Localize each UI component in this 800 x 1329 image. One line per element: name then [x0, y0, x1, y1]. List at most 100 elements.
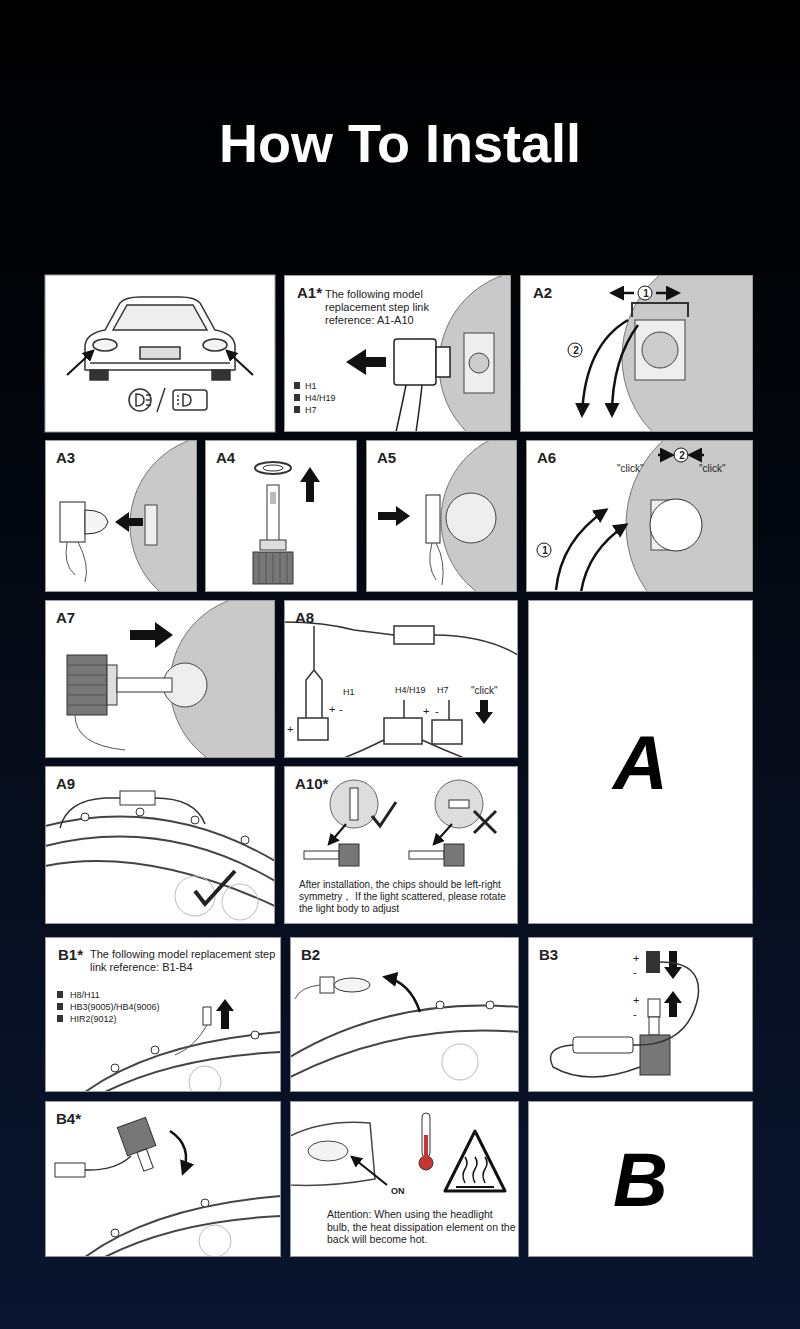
headlight-housing	[394, 339, 436, 385]
wiring	[298, 718, 328, 740]
bulb-type: H1	[305, 381, 317, 392]
led-insertion	[117, 1117, 155, 1155]
wiring	[448, 700, 450, 720]
led-bulb	[260, 540, 286, 550]
chip-alignment	[409, 851, 444, 859]
headlight-back	[175, 876, 215, 916]
led-insertion	[130, 622, 173, 648]
led-connection	[664, 991, 682, 1017]
step-label: A9	[56, 775, 75, 793]
led-connection	[649, 1017, 659, 1035]
headlight-back	[57, 991, 281, 1098]
heat-warning	[456, 1186, 494, 1188]
headlight-back	[45, 791, 275, 920]
headlight-back	[85, 1032, 281, 1092]
chip-alignment	[350, 788, 358, 820]
led-bulb	[255, 462, 291, 474]
callout-number: 2	[675, 449, 689, 463]
step-label: A1*	[297, 284, 322, 302]
heat-warning	[463, 1157, 487, 1183]
heat-warning	[424, 1135, 428, 1159]
headlight-housing	[632, 303, 688, 317]
led-insertion	[111, 1229, 119, 1237]
panel-ground	[290, 937, 519, 1092]
panel-ground	[528, 1101, 753, 1257]
car-front	[136, 394, 151, 406]
step-label: A4	[216, 449, 235, 467]
wiring	[403, 700, 405, 718]
step-label: A6	[537, 449, 556, 467]
section-panel: B	[528, 1101, 753, 1257]
collar-fitting	[430, 543, 443, 585]
polarity-sign: -	[633, 1008, 637, 1021]
bulb-removal	[66, 542, 86, 582]
led-insertion	[67, 595, 350, 775]
headlight-back	[216, 999, 234, 1029]
callout-number: 2	[569, 344, 583, 358]
section-panel: A	[528, 600, 753, 924]
wiring	[432, 720, 462, 744]
led-bulb	[263, 465, 283, 471]
bulb-removal	[85, 510, 108, 534]
headlight-housing	[568, 343, 582, 357]
led-insertion	[67, 595, 350, 775]
car-front	[113, 305, 207, 330]
collar-lock	[626, 410, 800, 640]
chip-alignment	[304, 780, 496, 866]
headlight-housing	[642, 332, 678, 368]
collar-fitting	[378, 506, 410, 526]
wiring	[434, 635, 518, 655]
polarity-sign: -	[435, 705, 439, 718]
polarity-sign: +	[423, 705, 429, 718]
step-panel: B3+-+-	[528, 937, 753, 1092]
halogen-removal	[320, 977, 334, 993]
headlight-back	[136, 808, 144, 816]
headlight-housing	[622, 249, 800, 465]
led-bulb	[253, 552, 293, 584]
bulb-type: H7	[437, 685, 449, 696]
bulb-type: H4/H19	[395, 685, 426, 696]
headlight-housing	[436, 347, 450, 377]
step-panel: A6"click"2"click"1	[526, 440, 753, 592]
car-front	[177, 394, 191, 406]
led-connection	[646, 951, 660, 973]
panel-ground	[284, 600, 518, 758]
step-panel: B4*	[45, 1101, 281, 1257]
step-label: B2	[301, 946, 320, 964]
car-front	[67, 297, 253, 412]
wiring	[284, 622, 518, 758]
heat-warning	[290, 1113, 505, 1191]
click-note: "click"	[617, 463, 644, 475]
heat-warning	[290, 1113, 505, 1191]
panel-ground	[284, 766, 518, 924]
collar-lock	[537, 543, 551, 557]
callout-number: 1	[538, 544, 552, 558]
halogen-removal	[290, 977, 519, 1080]
chip-alignment	[329, 824, 346, 844]
step-label: B4*	[56, 1110, 81, 1128]
headlight-housing	[612, 292, 634, 295]
car-front	[173, 390, 207, 410]
headlight-housing	[464, 333, 494, 393]
section-letter: A	[529, 601, 752, 923]
heat-warning	[290, 1122, 375, 1185]
collar-fitting	[441, 430, 621, 610]
chip-alignment	[304, 780, 496, 866]
polarity-sign: +	[633, 994, 639, 1007]
headlight-back	[120, 791, 155, 805]
headlight-housing	[469, 353, 489, 373]
led-insertion	[199, 1225, 231, 1257]
led-insertion	[117, 678, 172, 692]
headlight-back	[175, 1025, 207, 1055]
led-bulb	[259, 552, 287, 584]
instruction-text: After installation, the chips should be …	[299, 879, 507, 915]
chip-alignment	[474, 811, 496, 833]
panel-ground	[45, 766, 275, 924]
car-front	[212, 370, 230, 380]
headlight-back	[195, 871, 235, 904]
car-front	[227, 351, 253, 375]
led-connection	[551, 951, 699, 1077]
car-front	[93, 339, 117, 351]
wiring	[475, 700, 493, 724]
led-insertion	[201, 1199, 209, 1207]
